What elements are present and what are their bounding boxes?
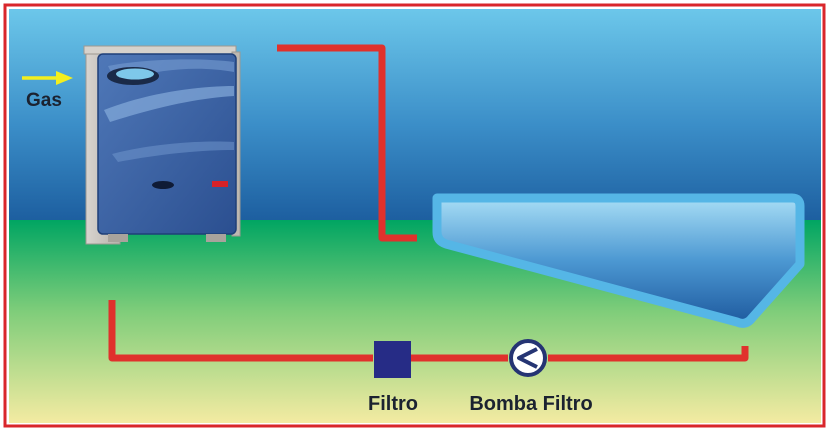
gas-label: Gas	[26, 90, 62, 111]
pool-heater-icon	[83, 45, 241, 245]
pipe-pump-to-pool	[548, 346, 749, 362]
frame-border	[3, 3, 826, 428]
filter-label: Filtro	[368, 393, 418, 415]
pump-label: Bomba Filtro	[469, 393, 592, 415]
hot-water-pipe	[277, 44, 417, 242]
pump-icon	[509, 339, 547, 377]
heater-vent	[152, 181, 174, 189]
return-pipe-to-heater	[108, 300, 373, 362]
filter-icon	[374, 341, 411, 378]
heater-badge	[212, 181, 228, 187]
arrow-right-icon	[22, 71, 73, 85]
swimming-pool	[432, 193, 805, 328]
